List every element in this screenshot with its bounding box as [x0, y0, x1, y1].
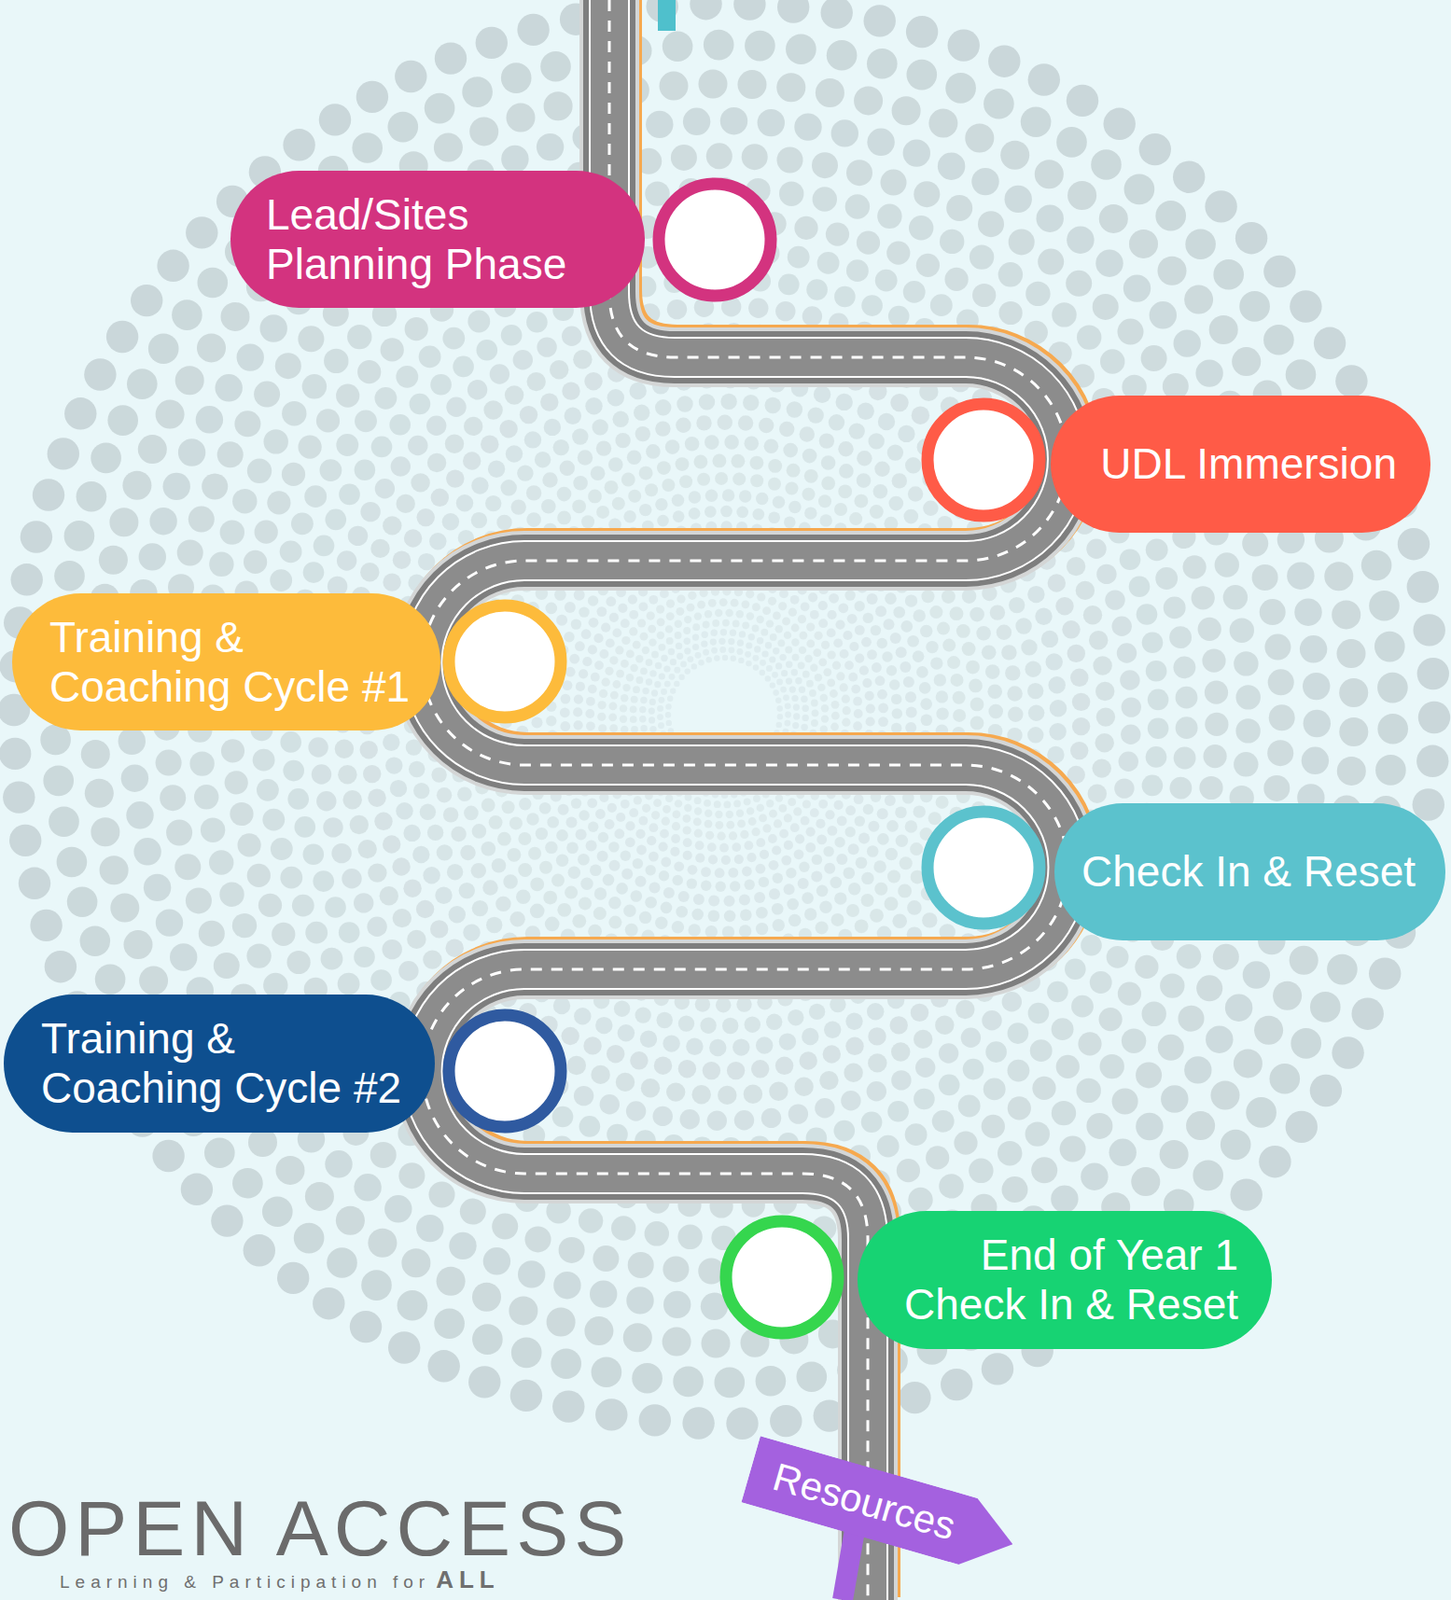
stage-label: Lead/Sites Planning Phase [265, 190, 570, 290]
milestone-circles [448, 183, 1040, 1334]
logo-emphasis: ALL [435, 1565, 501, 1594]
logo-tagline: Learning & Participation forALL [59, 1566, 501, 1596]
sign-post [842, 1530, 855, 1600]
stage-label: End of Year 1 Check In & Reset [902, 1230, 1239, 1330]
stage-pill: Lead/Sites Planning Phase [230, 170, 645, 308]
stage-pill: Training & Coaching Cycle #2 [3, 994, 435, 1133]
resources-sign: Resources [740, 1436, 1022, 1578]
stage-label: Check In & Reset [1081, 847, 1416, 897]
logo-tagline-text: Learning & Participation for [59, 1572, 431, 1592]
top-marker [657, 0, 676, 31]
logo: OPEN ACCESS [8, 1489, 632, 1568]
stage-label: Training & Coaching Cycle #1 [49, 613, 413, 712]
stage-pill: UDL Immersion [1050, 395, 1431, 533]
logo-wordmark: OPEN ACCESS [8, 1489, 632, 1568]
dot-pattern [0, 0, 1451, 1440]
stage-pill: Check In & Reset [1054, 803, 1446, 941]
stage-label: Training & Coaching Cycle #2 [41, 1014, 405, 1114]
stage-pill: Training & Coaching Cycle #1 [12, 593, 441, 731]
stage-pill: End of Year 1 Check In & Reset [857, 1211, 1272, 1350]
stage-label: UDL Immersion [1100, 439, 1397, 489]
